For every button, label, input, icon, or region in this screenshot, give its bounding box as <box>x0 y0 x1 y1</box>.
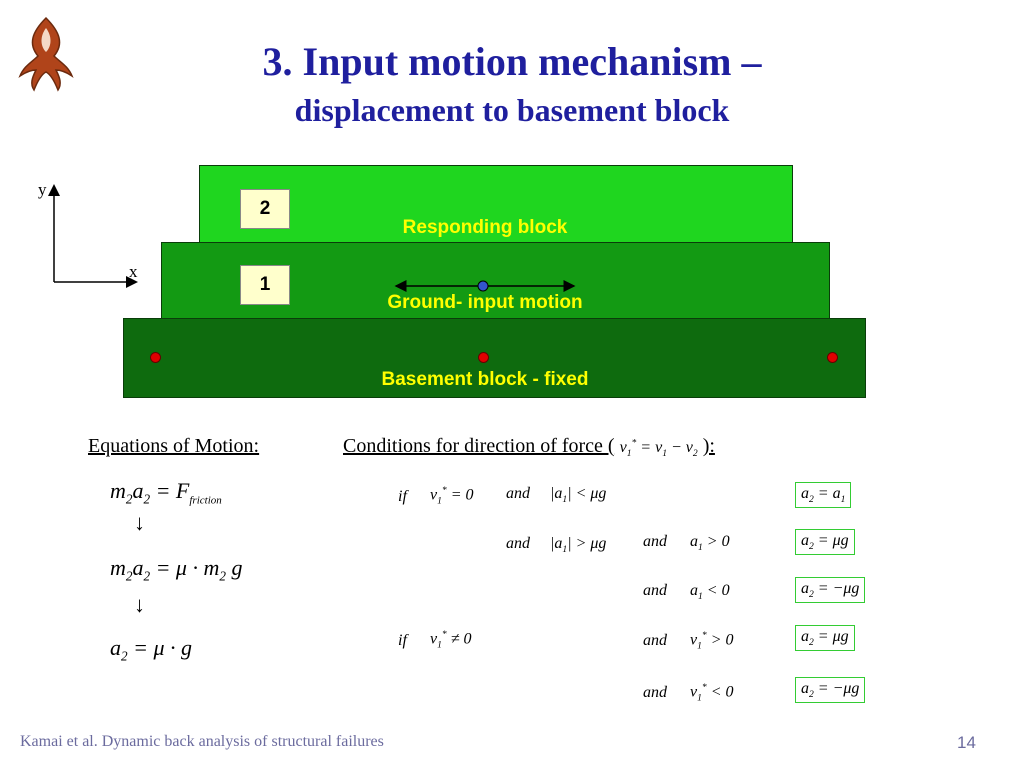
cond-abs-a1-gt: |a1| > μg <box>550 535 607 556</box>
conditions-heading-text: Conditions for direction of force ( <box>343 435 615 457</box>
equation-1: m2a2 = Ffriction <box>110 478 222 507</box>
responding-block-label: Responding block <box>402 217 568 238</box>
cond-and-5: and <box>643 632 667 649</box>
down-arrow-icon-2: ↓ <box>134 592 145 617</box>
axis-x-label: x <box>129 262 138 281</box>
relative-velocity-formula: v1* = v1 − v2 <box>619 437 698 460</box>
cond-v1-lt-0: v1* < 0 <box>690 682 734 704</box>
conditions-heading-close: ): <box>702 435 715 457</box>
cond-a1-gt-0: a1 > 0 <box>690 533 730 554</box>
axes-icon <box>48 184 138 288</box>
footer-citation: Kamai et al. Dynamic back analysis of st… <box>20 733 384 750</box>
responding-block <box>199 165 793 245</box>
motion-arrow-icon <box>394 280 576 292</box>
equations-heading: Equations of Motion: <box>88 435 260 457</box>
conditions-heading: Conditions for direction of force ( v1* … <box>343 435 715 459</box>
equation-2: m2a2 = μ · m2 g <box>110 555 243 584</box>
logo-icon <box>18 16 74 92</box>
result-a2-neg-mug: a2 = −μg <box>795 577 866 604</box>
result-a2-neg-mug-2: a2 = −μg <box>795 677 866 704</box>
cond-and-3: and <box>643 533 667 550</box>
cond-if-1: if <box>398 488 407 505</box>
block-2-number: 2 <box>240 189 290 229</box>
block-1-number: 1 <box>240 265 290 305</box>
result-a2-mug: a2 = μg <box>795 529 855 556</box>
cond-v1-gt-0: v1* > 0 <box>690 630 734 652</box>
down-arrow-icon: ↓ <box>134 510 145 535</box>
axis-y-label: y <box>38 180 47 199</box>
cond-and-6: and <box>643 684 667 701</box>
cond-if-2: if <box>398 632 407 649</box>
ground-block-label: Ground- input motion <box>387 292 583 313</box>
result-a2-mug-2: a2 = μg <box>795 625 855 652</box>
cond-and-1: and <box>506 485 530 502</box>
basement-block <box>123 318 866 398</box>
slide-title-line2: displacement to basement block <box>294 92 730 128</box>
page-number: 14 <box>957 733 976 752</box>
cond-v1-nonzero: v1* ≠ 0 <box>430 629 472 651</box>
result-a2-a1: a2 = a1 <box>795 482 852 509</box>
basement-block-label: Basement block - fixed <box>381 369 589 390</box>
cond-and-2: and <box>506 535 530 552</box>
cond-v1-zero: v1* = 0 <box>430 485 474 507</box>
cond-abs-a1-lt: |a1| < μg <box>550 485 607 506</box>
cond-a1-lt-0: a1 < 0 <box>690 582 730 603</box>
fixed-point-right <box>827 352 838 363</box>
slide-title-line1: 3. Input motion mechanism – <box>262 39 762 84</box>
fixed-point-left <box>150 352 161 363</box>
fixed-point-center <box>478 352 489 363</box>
equation-3: a2 = μ · g <box>110 635 192 664</box>
cond-and-4: and <box>643 582 667 599</box>
